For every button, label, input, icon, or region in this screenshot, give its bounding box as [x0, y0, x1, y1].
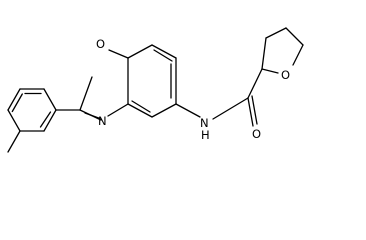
atom-oxazole-nitrogen: N [98, 114, 107, 128]
bond-aromatic-inner [39, 111, 52, 128]
atom-carbonyl-oxygen: O [252, 127, 261, 141]
bond-aromatic-inner [131, 100, 151, 113]
bond [212, 97, 249, 120]
atom-thf-oxygen: O [281, 68, 290, 82]
bond [261, 68, 279, 74]
bond [265, 27, 287, 39]
bond-carbonyl [247, 97, 254, 127]
bond [285, 27, 304, 46]
bond-carbonyl [251, 95, 258, 125]
bond-aromatic-inner [153, 49, 173, 62]
tolyl-ring [7, 88, 57, 132]
bond [7, 109, 21, 132]
bond [43, 109, 57, 132]
bond-aromatic-inner [11, 93, 23, 113]
atom-amide-nitrogen: N [200, 116, 209, 130]
molecule-diagram: O N N H O O [7, 27, 304, 153]
bond [247, 68, 263, 99]
bond [108, 49, 129, 59]
bond [261, 37, 267, 70]
bond [292, 44, 304, 66]
benzo-ring [127, 44, 177, 118]
bond [107, 103, 129, 117]
bond [151, 103, 177, 118]
bond [151, 44, 177, 59]
bond [79, 76, 93, 111]
bond [127, 44, 153, 59]
bonds [7, 27, 304, 153]
amide [175, 68, 263, 127]
bond [175, 103, 201, 118]
bond [7, 88, 21, 111]
bond [127, 103, 153, 118]
bond [43, 88, 57, 111]
bond-methyl [7, 130, 21, 153]
thf-ring [261, 27, 304, 74]
atom-labels: O N N H O O [96, 37, 290, 142]
oxazole-ring [79, 49, 129, 121]
atom-oxazole-oxygen: O [96, 37, 105, 51]
bond-double-inner [84, 112, 101, 120]
atom-amide-hydrogen: H [201, 128, 210, 142]
